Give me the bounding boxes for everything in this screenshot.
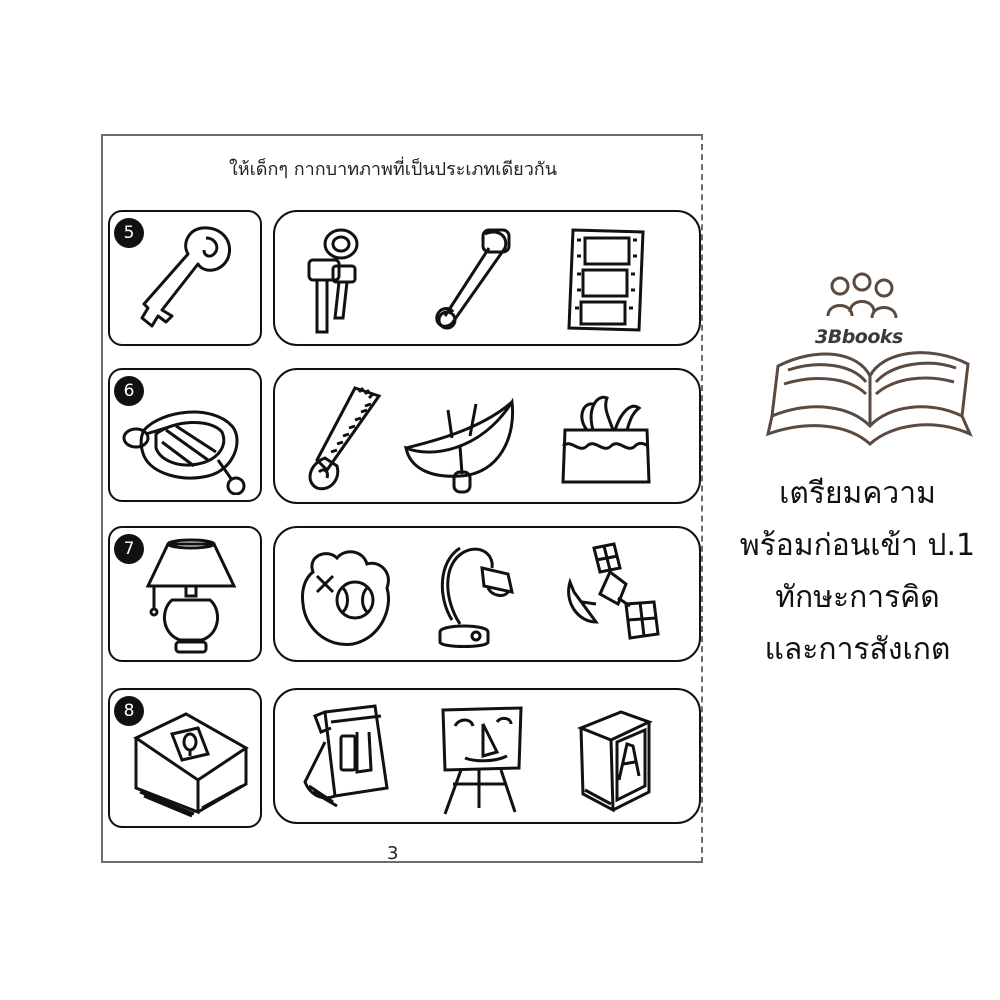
page-number: 3 (387, 843, 399, 864)
canoe-icon (403, 397, 515, 494)
question-number: 8 (114, 696, 144, 726)
question-number: 7 (114, 534, 144, 564)
question-box: 5 (108, 210, 262, 346)
alphabet-book-icon (576, 710, 653, 813)
promo-line-3: ทักษะการคิด (775, 580, 940, 615)
baseball-glove-icon (301, 550, 390, 646)
keys-icon (307, 228, 359, 334)
calendar-icon (303, 704, 389, 808)
question-box: 7 (108, 526, 262, 662)
brand-name: 3Bbooks (815, 326, 903, 348)
question-box: 6 (108, 368, 262, 502)
film-strip-icon (567, 228, 645, 332)
satellite-icon (567, 542, 660, 640)
promo-line-4: และการสังเกต (764, 632, 951, 667)
tissue-box-icon (561, 395, 651, 484)
answer-box (273, 368, 701, 504)
worksheet-title: ให้เด็กๆ กากบาทภาพที่เป็นประเภทเดียวกัน (228, 159, 558, 180)
key-icon (140, 226, 231, 328)
easel-icon (441, 706, 523, 815)
open-book-logo-icon (765, 272, 973, 447)
question-number: 5 (114, 218, 144, 248)
saw-icon (308, 386, 382, 491)
promo-line-1: เตรียมความ (779, 476, 936, 511)
promo-text: เตรียมความ พร้อมก่อนเข้า ป.1 ทักษะการคิด… (715, 468, 1000, 676)
question-box: 8 (108, 688, 262, 828)
answer-box (273, 526, 701, 662)
safety-pin-icon (435, 228, 511, 330)
answer-box (273, 210, 701, 346)
dinghy-icon (122, 410, 246, 495)
table-lamp-icon (145, 538, 237, 654)
photo-album-icon (132, 712, 249, 818)
question-number: 6 (114, 376, 144, 406)
promo-line-2: พร้อมก่อนเข้า ป.1 (739, 528, 976, 563)
desk-lamp-icon (438, 546, 514, 648)
worksheet-page: ให้เด็กๆ กากบาทภาพที่เป็นประเภทเดียวกัน … (101, 134, 703, 864)
answer-box (273, 688, 701, 824)
